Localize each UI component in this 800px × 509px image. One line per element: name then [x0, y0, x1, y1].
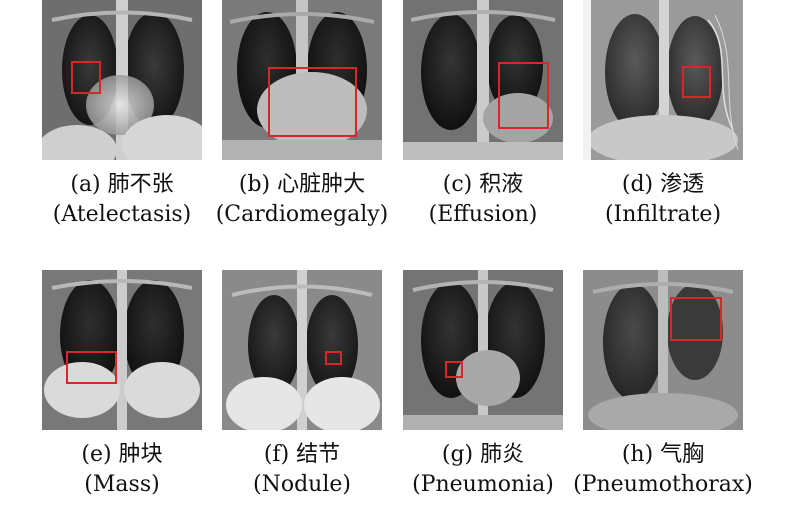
- caption-en: (Atelectasis): [52, 202, 192, 227]
- caption-pneumothorax: (h) 气胸 (Pneumothorax): [563, 440, 763, 500]
- caption-effusion: (c) 积液 (Effusion): [383, 170, 583, 230]
- xray-image-infiltrate: [583, 0, 743, 160]
- caption-en: (Pneumonia): [412, 472, 554, 497]
- caption-cn: (h) 气胸: [621, 442, 705, 467]
- xray-image-effusion: [403, 0, 563, 160]
- caption-cn: (b) 心脏肿大: [238, 172, 366, 197]
- bounding-box-infiltrate: [682, 66, 711, 98]
- bounding-box-effusion: [498, 62, 549, 129]
- bounding-box-pneumothorax: [670, 297, 722, 341]
- caption-cn: (a) 肺不张: [70, 172, 174, 197]
- caption-mass: (e) 肿块 (Mass): [22, 440, 222, 500]
- caption-cn: (g) 肺炎: [441, 442, 525, 467]
- caption-en: (Cardiomegaly): [215, 202, 389, 227]
- caption-atelectasis: (a) 肺不张 (Atelectasis): [22, 170, 222, 230]
- caption-nodule: (f) 结节 (Nodule): [202, 440, 402, 500]
- caption-en: (Mass): [84, 472, 160, 497]
- xray-image-cardiomegaly: [222, 0, 382, 160]
- xray-image-mass: [42, 270, 202, 430]
- xray-image-pneumothorax: [583, 270, 743, 430]
- caption-en: (Pneumothorax): [573, 472, 753, 497]
- xray-image-nodule: [222, 270, 382, 430]
- caption-cn: (e) 肿块: [81, 442, 163, 467]
- xray-image-pneumonia: [403, 270, 563, 430]
- caption-cn: (f) 结节: [263, 442, 341, 467]
- caption-cardiomegaly: (b) 心脏肿大 (Cardiomegaly): [202, 170, 402, 230]
- bounding-box-nodule: [325, 351, 342, 365]
- caption-en: (Effusion): [428, 202, 538, 227]
- bounding-box-cardiomegaly: [268, 67, 357, 137]
- caption-cn: (c) 积液: [442, 172, 524, 197]
- caption-cn: (d) 渗透: [621, 172, 705, 197]
- caption-en: (Nodule): [253, 472, 351, 497]
- bounding-box-pneumonia: [445, 361, 463, 378]
- caption-infiltrate: (d) 渗透 (Infiltrate): [563, 170, 763, 230]
- caption-en: (Infiltrate): [604, 202, 722, 227]
- xray-image-atelectasis: [42, 0, 202, 160]
- bounding-box-atelectasis: [71, 61, 101, 94]
- bounding-box-mass: [66, 351, 117, 384]
- caption-pneumonia: (g) 肺炎 (Pneumonia): [383, 440, 583, 500]
